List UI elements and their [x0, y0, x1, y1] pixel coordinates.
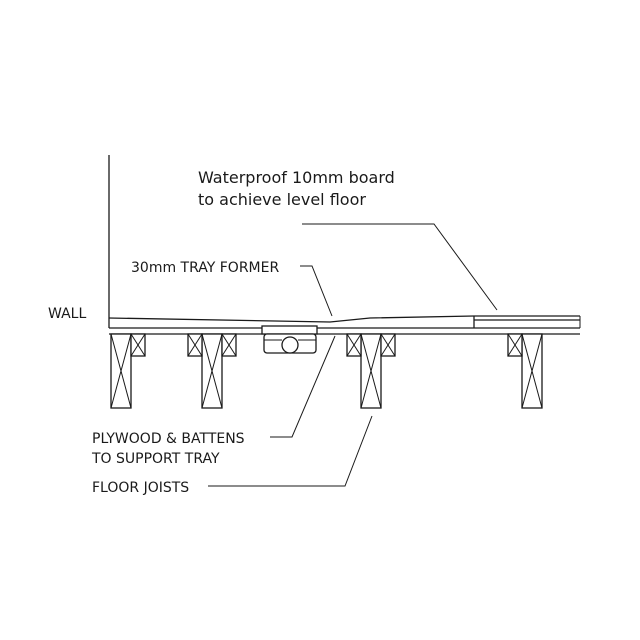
board-label-line1: Waterproof 10mm board — [198, 168, 395, 187]
plywood-sheet — [109, 327, 580, 335]
batten-2 — [187, 333, 203, 357]
batten-6 — [507, 333, 523, 357]
plywood-leader-line — [270, 335, 336, 438]
floor-joists-leader-line — [208, 415, 373, 487]
waste-trap — [261, 325, 318, 354]
tray-former — [108, 315, 475, 328]
plywood-label-line1: PLYWOOD & BATTENS — [92, 431, 245, 447]
board-leader-line — [302, 223, 498, 311]
batten-4 — [346, 333, 362, 357]
tray-former-leader-line — [300, 265, 333, 317]
batten-5 — [380, 333, 396, 357]
joist-2 — [201, 333, 223, 409]
batten-1 — [130, 333, 146, 357]
tray-former-label: 30mm TRAY FORMER — [131, 260, 279, 276]
plywood-label-line2: TO SUPPORT TRAY — [91, 451, 220, 467]
board-label-line2: to achieve level floor — [198, 190, 366, 209]
joist-3 — [360, 333, 382, 409]
joist-4 — [521, 333, 543, 409]
waterproof-board — [474, 315, 581, 328]
joist-1 — [110, 333, 132, 409]
wall-label: WALL — [48, 306, 86, 322]
floor-joists-label: FLOOR JOISTS — [92, 480, 189, 496]
batten-3 — [221, 333, 237, 357]
